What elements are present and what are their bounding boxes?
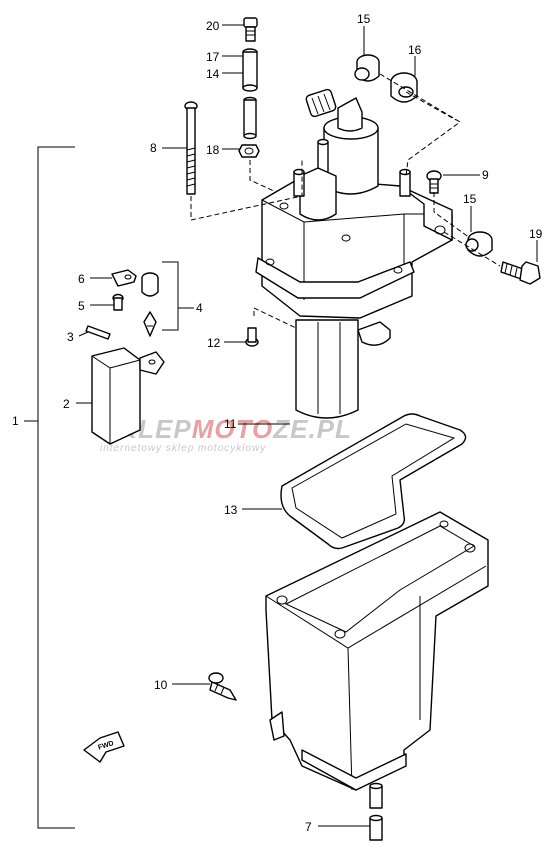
callout-15-top: 15 — [357, 12, 371, 26]
part-8-shank — [186, 107, 196, 195]
callout-14: 14 — [206, 67, 220, 81]
part-14-body — [242, 51, 258, 89]
watermark-brand-d: .PL — [308, 414, 351, 444]
callout-3: 3 — [67, 330, 74, 344]
bracket-line — [37, 146, 75, 829]
part-8-bolt — [184, 101, 198, 195]
callout-16: 16 — [408, 43, 422, 57]
part-19-head — [519, 261, 541, 285]
lower-cylinder — [295, 319, 359, 419]
part-9-screw — [426, 170, 442, 194]
callout-10: 10 — [154, 678, 168, 692]
part-4-grommet — [141, 272, 159, 337]
assembly-bracket — [24, 146, 75, 829]
fwd-label: FWD — [97, 740, 114, 752]
callout-11: 11 — [224, 417, 237, 431]
callout-15-right: 15 — [463, 192, 477, 206]
part-18-nut — [238, 144, 260, 158]
lower-case — [265, 511, 489, 791]
part-14-lower — [243, 99, 257, 137]
callout-2: 2 — [63, 397, 70, 411]
assembly-lines-upper — [190, 73, 501, 329]
callout-13: 13 — [224, 503, 238, 517]
part-13-gasket — [280, 413, 467, 550]
callout-labels: 20 17 14 15 16 8 18 9 15 19 6 5 4 3 12 2… — [12, 12, 543, 834]
part-7-spacers — [369, 782, 383, 841]
callout-12: 12 — [207, 336, 221, 350]
coil-boot — [337, 97, 363, 132]
callout-18: 18 — [206, 143, 220, 157]
part-15-grommet-right — [465, 231, 493, 257]
part-3-pin — [85, 325, 111, 340]
part-12-screw — [245, 327, 259, 347]
callout-19: 19 — [529, 227, 543, 241]
callout-8: 8 — [150, 141, 157, 155]
lower-case-body — [265, 511, 489, 791]
callout-17: 17 — [206, 50, 220, 64]
part-19-bolt — [500, 261, 541, 285]
callout-20: 20 — [206, 19, 220, 33]
callout-6: 6 — [78, 272, 85, 286]
watermark-brand-b: MOTO — [192, 414, 274, 444]
watermark-tagline: internetowy sklep motocyklowy — [100, 443, 266, 454]
part-17-14-pin — [242, 48, 258, 140]
watermark: SKLEPMOTOZE.PL internetowy sklep motocyk… — [100, 414, 352, 454]
part-15-grommet-top — [354, 54, 380, 82]
part-2-cover — [91, 347, 165, 445]
callout-4: 4 — [196, 301, 203, 315]
housing-flange — [255, 257, 415, 299]
part-20-head — [243, 17, 258, 28]
watermark-brand-c: ZE — [272, 414, 308, 444]
part-6-clip — [111, 269, 137, 287]
part-16-grommet — [390, 72, 418, 103]
upper-housing — [255, 88, 453, 419]
fwd-arrow: FWD — [83, 731, 125, 763]
watermark-brand: SKLEPMOTOZE.PL — [100, 414, 352, 444]
part-20-screw — [243, 17, 258, 42]
part-20-shank — [245, 26, 256, 42]
part-2-body — [91, 347, 141, 445]
callout-5: 5 — [78, 299, 85, 313]
fwd-arrow-shape — [83, 731, 125, 763]
callout-7: 7 — [305, 820, 312, 834]
callout-9: 9 — [482, 168, 489, 182]
leader-lines — [76, 24, 538, 827]
bracket-4 — [162, 261, 194, 331]
part-5-screw — [112, 293, 124, 311]
part-10-screw — [208, 672, 237, 701]
callout-1: 1 — [12, 414, 19, 428]
